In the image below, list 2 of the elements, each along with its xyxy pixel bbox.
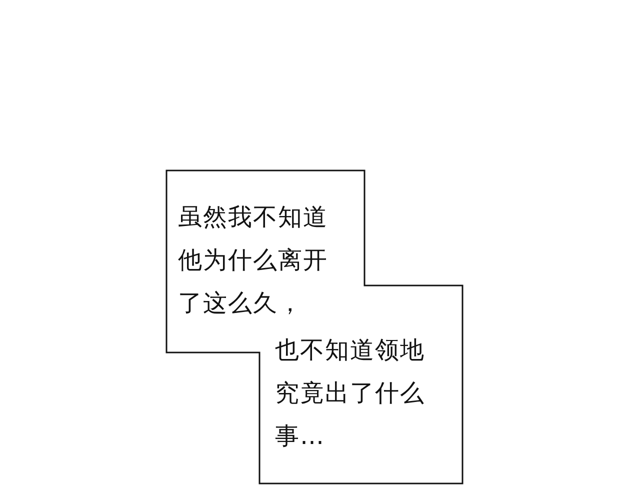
- dialogue-text: 虽然我不知道他为什么离开了这么久，: [178, 202, 329, 319]
- dialogue-text: 也不知道领地究竟出了什么事…: [275, 335, 426, 452]
